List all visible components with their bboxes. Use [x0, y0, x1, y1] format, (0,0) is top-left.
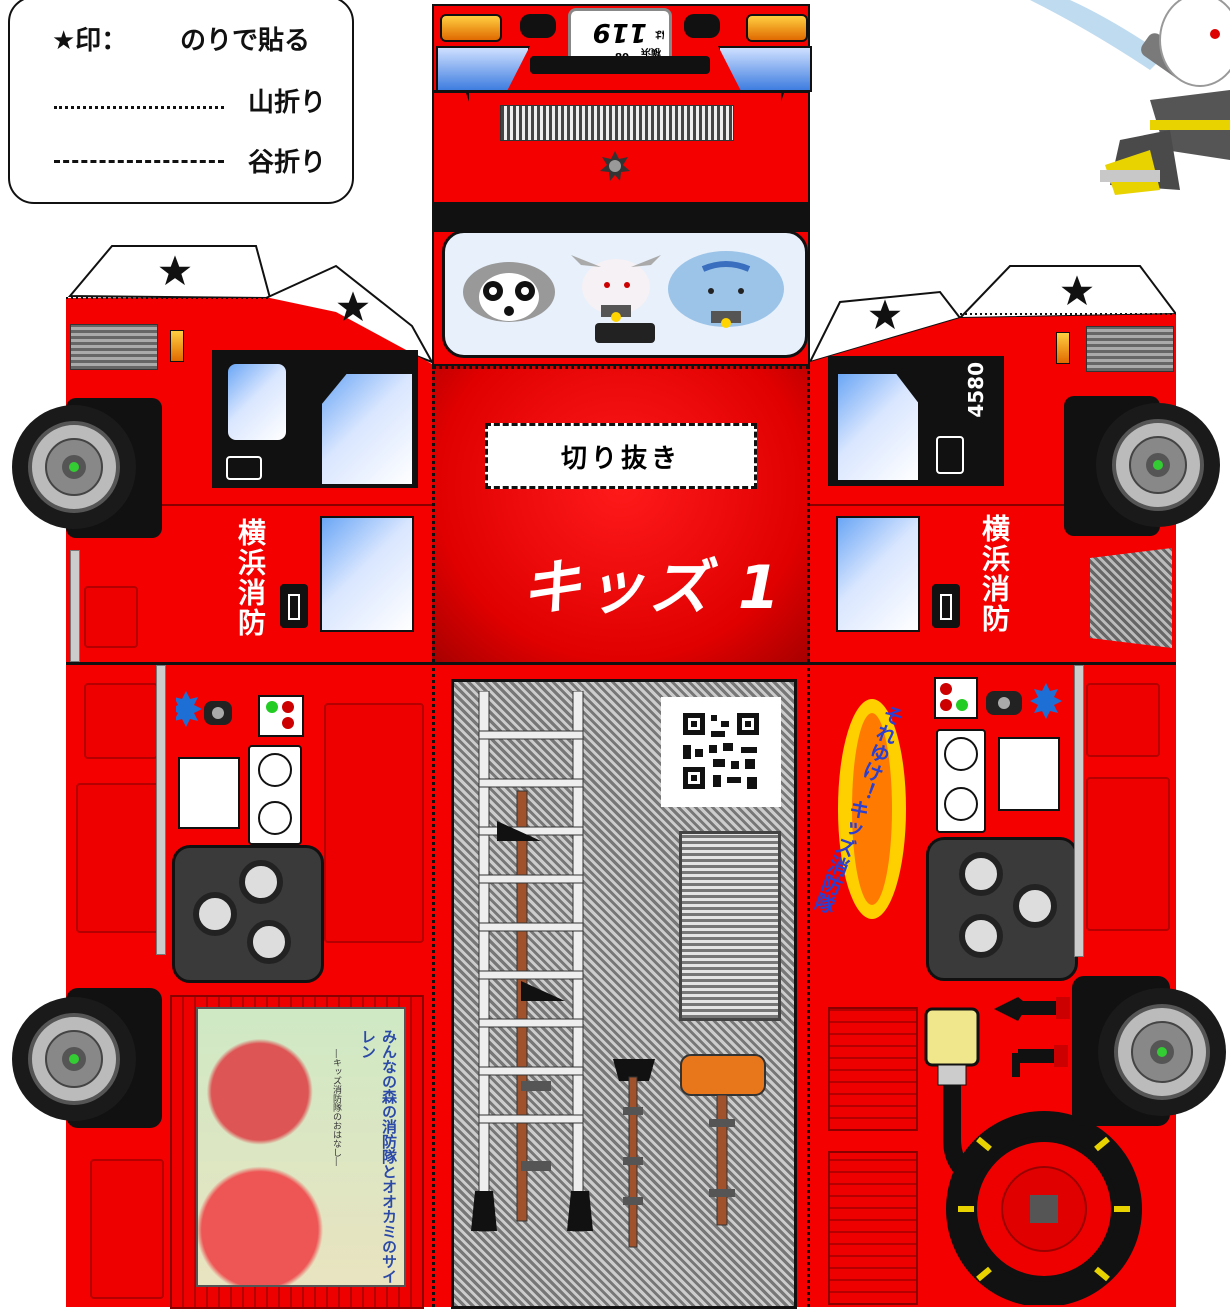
star-icon: [1060, 274, 1094, 308]
legend-valley-fold: 谷折り: [248, 148, 327, 178]
storage-box: [679, 831, 781, 1021]
cab-window-side: [836, 372, 920, 482]
book-title: みんなの森の消防隊とオオカミのサイレン: [359, 1029, 398, 1284]
rabbit-character: [571, 245, 661, 329]
windshield-frame: [434, 202, 808, 232]
qr-code-icon: [661, 697, 781, 807]
legend-box: ★印： のりで貼る 山折り 谷折り: [8, 0, 354, 204]
cab-window-side: [320, 372, 414, 486]
windshield: [442, 230, 808, 358]
cab-roof-panel: 切り抜き キッズ 1: [432, 366, 810, 662]
nozzle-icon: [988, 995, 1074, 1085]
compartment-door: [90, 1159, 164, 1299]
gauge-icon: [936, 729, 986, 833]
cab-window-frame: [212, 350, 418, 488]
mirror: [595, 323, 655, 343]
bumper: [530, 56, 710, 74]
cab-window-front: [226, 362, 288, 442]
compartment-door: [1086, 683, 1160, 757]
indicator-lights: [934, 677, 978, 719]
ladder-icon: [461, 691, 601, 1271]
roof-equipment-panel: [432, 662, 810, 1309]
nozzle-icon: [986, 679, 1064, 729]
right-body: それゆけ！キッズ消防隊: [809, 662, 1176, 1307]
body-rail: [1074, 665, 1084, 957]
left-body: みんなの森の消防隊とオオカミのサイレン ―キッズ消防隊のおはなし―: [66, 662, 432, 1309]
wheel-icon: [6, 984, 162, 1134]
star-icon: [158, 254, 192, 288]
grab-rail: [70, 550, 80, 662]
cab-window-frame: 4580: [828, 356, 1004, 486]
rear-cab-window: [836, 516, 920, 632]
turn-signal-left: [440, 14, 502, 42]
right-cab: 4580 横浜消防: [810, 262, 1176, 662]
firefighter-illustration: [1000, 0, 1230, 205]
roll-shutter: [828, 1151, 918, 1305]
headlight-left: [436, 46, 530, 92]
turn-signal-right: [746, 14, 808, 42]
compartment-door: [324, 703, 424, 943]
axe-icon: [609, 1047, 659, 1257]
door-handle: [226, 456, 262, 480]
grille: [500, 105, 734, 141]
compartment-door: [76, 783, 160, 933]
book-cover-poster: みんなの森の消防隊とオオカミのサイレン ―キッズ消防隊のおはなし―: [196, 1007, 406, 1287]
marker-right: [684, 14, 720, 38]
marker-left: [520, 14, 556, 38]
pump-outlet-panel: [172, 845, 324, 983]
legend-glue-mark: ★印：: [52, 26, 128, 56]
wheel-icon: [1072, 970, 1230, 1130]
wheel-icon: [6, 394, 162, 540]
star-icon: [336, 290, 370, 324]
side-grille: [1086, 326, 1174, 372]
legend-glue-text: のりで貼る: [180, 26, 311, 56]
compartment-door: [1086, 777, 1170, 931]
compartment-door: [84, 683, 158, 759]
indicator-lights: [258, 695, 304, 737]
cab-seam: [66, 504, 432, 506]
raccoon-character: [459, 247, 559, 327]
mountain-fold-line: [54, 106, 224, 109]
side-marker-light: [170, 330, 184, 362]
valve-panel: [998, 737, 1060, 811]
star-icon: [868, 298, 902, 332]
wheel-icon: [1064, 392, 1224, 538]
nozzle-icon: [176, 687, 236, 743]
unit-number: 4580: [964, 362, 988, 418]
rear-cab-window: [320, 516, 414, 632]
cutout-label: 切り抜き: [560, 443, 681, 474]
valley-fold-line: [54, 160, 224, 163]
step-panel: [84, 586, 138, 648]
book-subtitle: ―キッズ消防隊のおはなし―: [331, 1049, 341, 1166]
emblem-icon: [600, 151, 630, 181]
hood: [434, 90, 808, 205]
hose-reel-icon: [918, 999, 1158, 1305]
station-label-left: 横浜消防: [234, 518, 267, 638]
vehicle-name: キッズ 1: [521, 553, 784, 623]
cutout-box: 切り抜き: [485, 423, 757, 489]
elephant-character: [663, 239, 789, 335]
pump-outlet-panel: [926, 837, 1078, 981]
side-marker-light: [1056, 332, 1070, 364]
side-grille: [70, 324, 158, 370]
plate-number: 119: [592, 17, 647, 47]
legend-mountain-fold: 山折り: [248, 88, 327, 118]
gauge-icon: [248, 745, 302, 845]
front-panel: 横浜 08 は 119: [432, 4, 812, 366]
station-label-right: 横浜消防: [978, 514, 1011, 634]
left-cab: 横浜消防: [66, 240, 432, 662]
rear-door-handle: [280, 584, 308, 628]
rear-door-handle: [932, 584, 960, 628]
roll-shutter: [828, 1007, 918, 1131]
door-handle: [936, 436, 964, 474]
cab-seam: [810, 504, 1176, 506]
promo-banner: それゆけ！キッズ消防隊: [809, 689, 914, 939]
mallet-icon: [675, 1049, 771, 1249]
body-rail: [156, 665, 166, 955]
valve-panel: [178, 757, 240, 829]
suction-hose: [1090, 548, 1172, 648]
plate-kana: は: [655, 28, 665, 39]
headlight-right: [718, 46, 812, 92]
